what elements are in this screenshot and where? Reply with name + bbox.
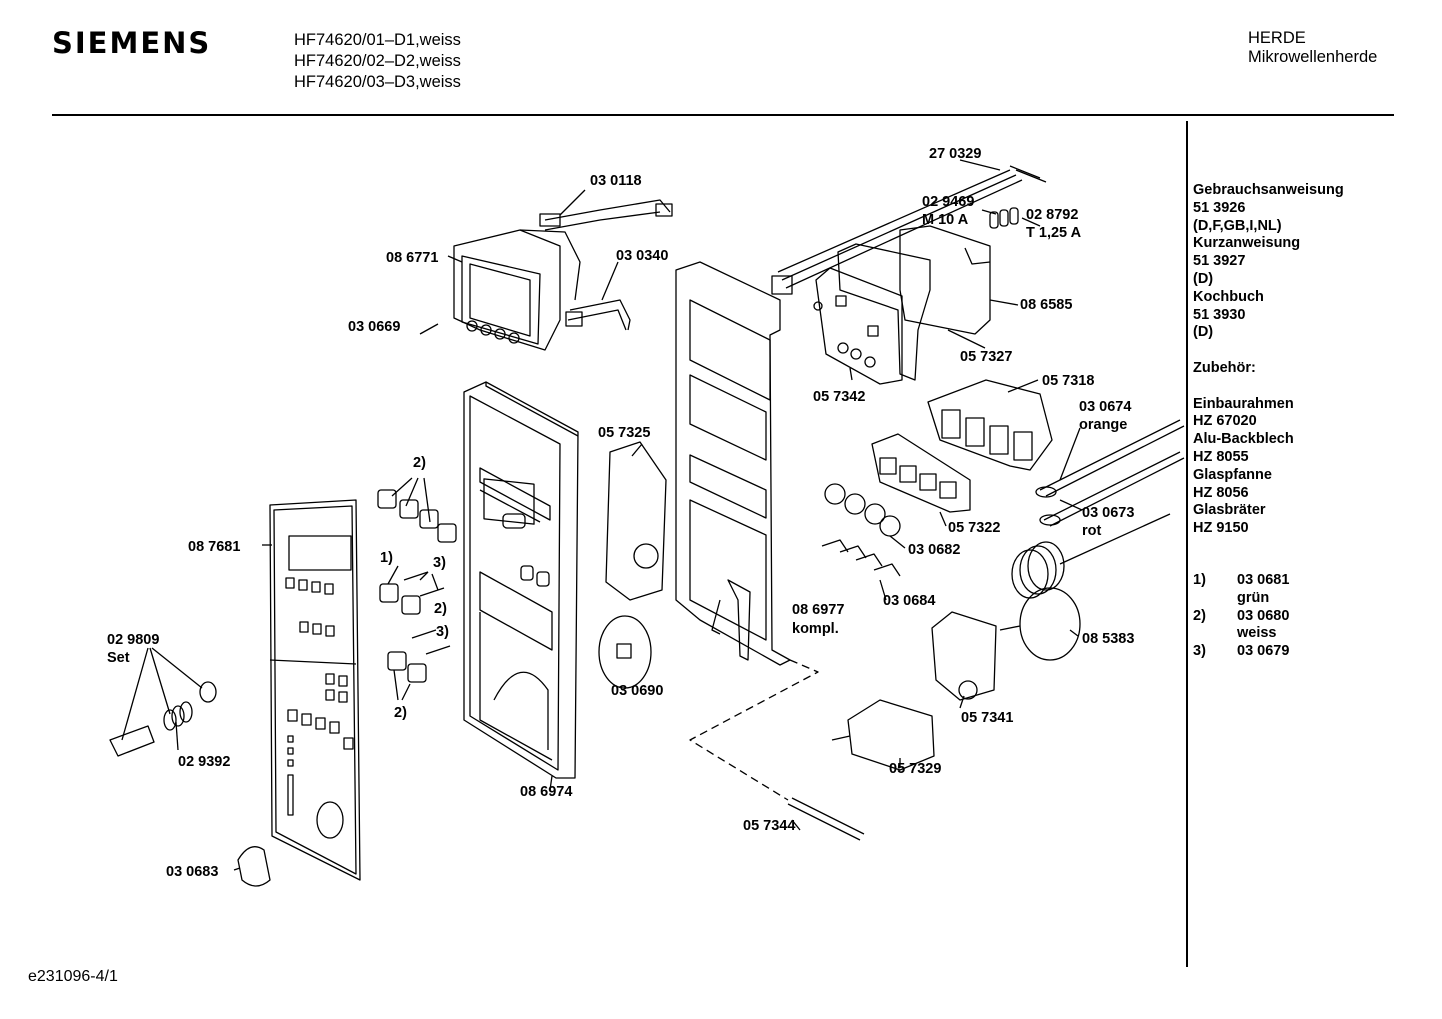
footnotes: 1) 03 0681 grün 2) 03 0680 weiss 3) 03 0… <box>1193 572 1289 661</box>
model-line: HF74620/03–D3,weiss <box>294 73 461 91</box>
label-030673: 03 0673 <box>1082 505 1134 521</box>
model-line: HF74620/02–D2,weiss <box>294 52 461 70</box>
model-list: HF74620/01–D1,weiss HF74620/02–D2,weiss … <box>294 30 461 93</box>
accessory-line: HZ 8055 <box>1193 448 1249 465</box>
label-086585: 08 6585 <box>1020 297 1072 313</box>
label-rot: rot <box>1082 523 1102 539</box>
footnote-row: 3) 03 0679 <box>1193 643 1289 661</box>
footnote-row: 2) 03 0680 <box>1193 608 1289 626</box>
header-divider <box>52 114 1394 116</box>
footnote-code: 03 0679 <box>1237 643 1290 660</box>
footnote-row: 1) 03 0681 <box>1193 572 1289 590</box>
label-085383: 08 5383 <box>1082 631 1134 647</box>
accessories-heading: Zubehör: <box>1193 359 1256 376</box>
accessory-line: HZ 67020 <box>1193 413 1257 430</box>
model-line: HF74620/01–D1,weiss <box>294 31 461 49</box>
label-kompl: kompl. <box>792 621 839 637</box>
accessory-line: Glaspfanne <box>1193 466 1272 483</box>
documentation-list: Gebrauchsanweisung 51 3926 (D,F,GB,I,NL)… <box>1193 182 1344 538</box>
category: HERDE <box>1248 29 1306 47</box>
label-030118: 03 0118 <box>590 173 642 189</box>
label-057327: 05 7327 <box>960 349 1012 365</box>
label-030340: 03 0340 <box>616 248 668 264</box>
label-057329: 05 7329 <box>889 761 941 777</box>
doc-line: 51 3930 <box>1193 306 1246 323</box>
label-set: Set <box>107 650 130 666</box>
doc-line: (D) <box>1193 270 1214 287</box>
footnote-number: 1) <box>1193 572 1206 588</box>
label-030683: 03 0683 <box>166 864 218 880</box>
doc-line: (D,F,GB,I,NL) <box>1193 217 1282 234</box>
label-057341: 05 7341 <box>961 710 1013 726</box>
label-note-1: 1) <box>380 550 393 566</box>
subcategory: Mikrowellenherde <box>1248 48 1378 66</box>
label-note-2-a: 2) <box>413 455 426 471</box>
label-orange: orange <box>1079 417 1127 433</box>
footnote-number: 3) <box>1193 643 1206 660</box>
doc-line: Kochbuch <box>1193 288 1264 305</box>
label-030669: 03 0669 <box>348 319 400 335</box>
label-087681: 08 7681 <box>188 539 240 555</box>
drawing-id: e231096-4/1 <box>28 968 118 985</box>
doc-line: 51 3927 <box>1193 253 1246 270</box>
label-029469: 02 9469 <box>922 194 974 210</box>
label-057325: 05 7325 <box>598 425 650 441</box>
label-m10a: M 10 A <box>922 212 969 228</box>
label-030690: 03 0690 <box>611 683 663 699</box>
accessory-line: Glasbräter <box>1193 502 1266 519</box>
label-057342: 05 7342 <box>813 389 865 405</box>
label-t125a: T 1,25 A <box>1026 225 1082 241</box>
accessory-line: HZ 8056 <box>1193 484 1249 501</box>
sidebar-divider <box>1186 121 1188 967</box>
label-086771: 08 6771 <box>386 250 438 266</box>
accessory-line: Einbaurahmen <box>1193 395 1294 412</box>
doc-line: Kurzanweisung <box>1193 235 1301 252</box>
label-057344: 05 7344 <box>743 818 795 834</box>
label-030674: 03 0674 <box>1079 399 1131 415</box>
label-057322: 05 7322 <box>948 520 1000 536</box>
label-note-2-b: 2) <box>434 601 447 617</box>
footnote-color: weiss <box>1237 625 1277 642</box>
label-029809: 02 9809 <box>107 632 159 648</box>
label-270329: 27 0329 <box>929 146 981 162</box>
label-086977: 08 6977 <box>792 602 844 618</box>
label-note-2-c: 2) <box>394 705 407 721</box>
label-028792: 02 8792 <box>1026 207 1078 223</box>
footnote-number: 2) <box>1193 607 1206 624</box>
category-block: HERDE Mikrowellenherde <box>1248 29 1377 67</box>
label-note-3-b: 3) <box>436 624 449 640</box>
label-057318: 05 7318 <box>1042 373 1094 389</box>
label-030684: 03 0684 <box>883 593 935 609</box>
label-029392: 02 9392 <box>178 754 230 770</box>
doc-line: Gebrauchsanweisung <box>1193 182 1344 198</box>
footnote-code: 03 0680 <box>1237 607 1290 624</box>
footnote-code: 03 0681 <box>1237 572 1290 588</box>
footnote-color: grün <box>1237 589 1270 606</box>
accessory-line: Alu-Backblech <box>1193 431 1294 448</box>
doc-line: 51 3926 <box>1193 199 1246 216</box>
label-note-3-a: 3) <box>433 555 446 571</box>
label-086974: 08 6974 <box>520 784 572 800</box>
brand-logo: SIEMENS <box>52 26 212 60</box>
accessory-line: HZ 9150 <box>1193 520 1249 537</box>
doc-line: (D) <box>1193 324 1214 341</box>
label-030682: 03 0682 <box>908 542 960 558</box>
